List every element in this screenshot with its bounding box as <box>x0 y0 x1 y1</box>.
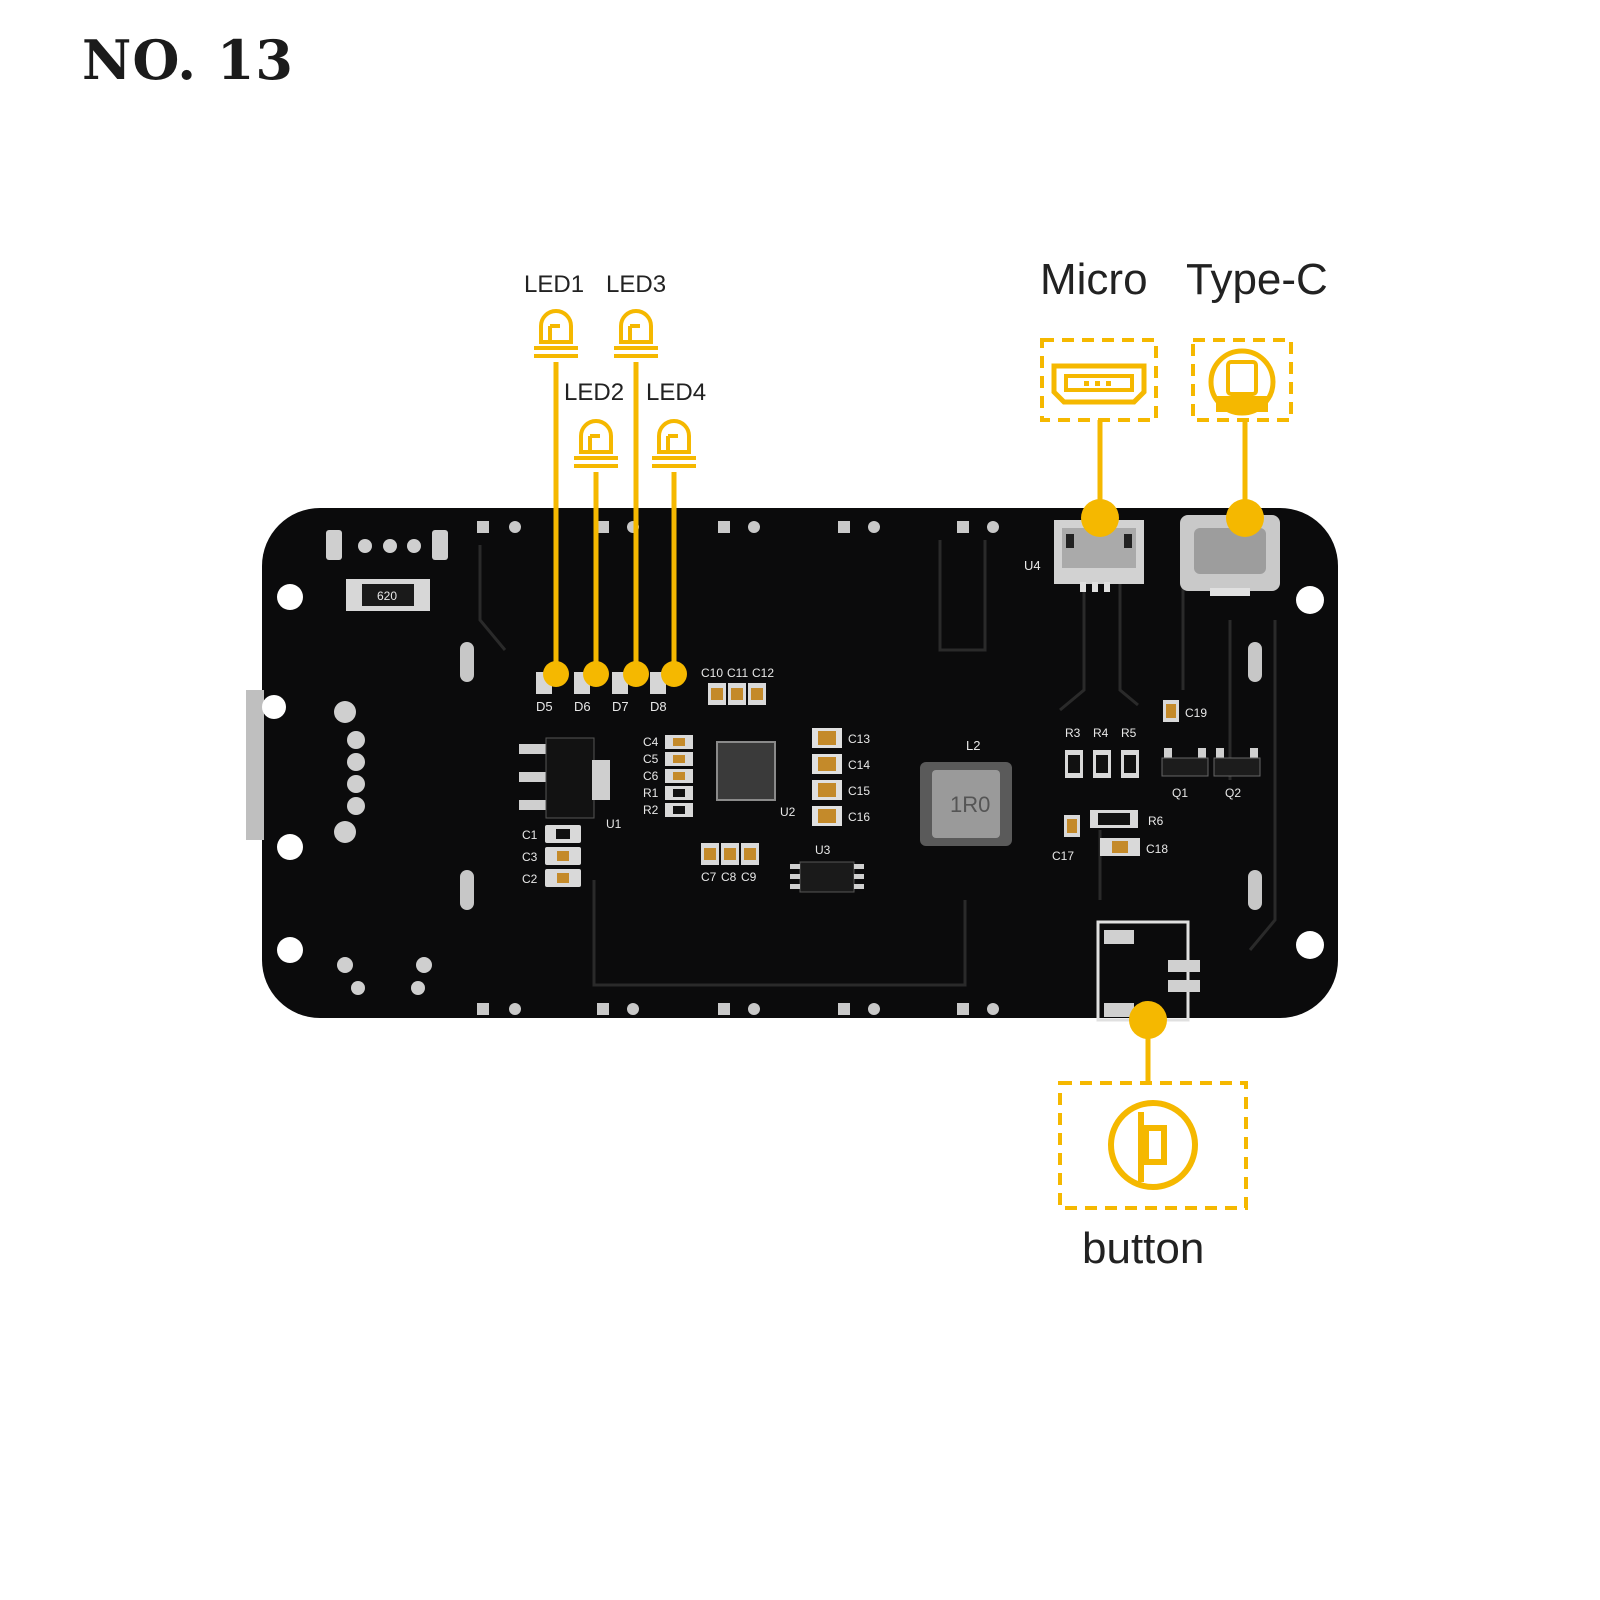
led1-label: LED1 <box>524 271 584 298</box>
u2-label: U2 <box>780 805 796 819</box>
micro-label: Micro <box>1040 255 1148 304</box>
d5-label: D5 <box>536 699 553 714</box>
c3-label: C3 <box>522 850 538 864</box>
c6-label: C6 <box>643 769 659 783</box>
u4-label: U4 <box>1024 558 1041 573</box>
button-marker <box>1129 1001 1167 1039</box>
c4-label: C4 <box>643 735 659 749</box>
c13-label: C13 <box>848 732 870 746</box>
d6-label: D6 <box>574 699 591 714</box>
c17-label: C17 <box>1052 849 1074 863</box>
r5-label: R5 <box>1121 726 1137 740</box>
annotations <box>553 362 1248 1083</box>
c7-label: C7 <box>701 870 717 884</box>
led-markers <box>543 661 687 687</box>
typec-icon <box>1191 338 1293 422</box>
d7-label: D7 <box>612 699 629 714</box>
page-title: NO. 13 <box>82 28 294 92</box>
r3-label: R3 <box>1065 726 1081 740</box>
micro-usb-icon <box>1040 338 1158 422</box>
c2-label: C2 <box>522 872 538 886</box>
c11-label: C11 <box>727 666 748 680</box>
c18-label: C18 <box>1146 842 1168 856</box>
led2-icon <box>574 419 618 468</box>
q2-label: Q2 <box>1225 786 1241 800</box>
q1-label: Q1 <box>1172 786 1188 800</box>
d8-label: D8 <box>650 699 667 714</box>
c19-label: C19 <box>1185 706 1207 720</box>
c16-label: C16 <box>848 810 870 824</box>
u1-label: U1 <box>606 817 622 831</box>
l2-label: L2 <box>966 738 980 753</box>
c1-label: C1 <box>522 828 538 842</box>
c15-label: C15 <box>848 784 870 798</box>
r4-label: R4 <box>1093 726 1109 740</box>
u3-label: U3 <box>815 843 831 857</box>
led3-icon <box>614 309 658 358</box>
c12-label: C12 <box>752 666 774 680</box>
inductor-code-label: 1R0 <box>950 792 990 817</box>
button-icon <box>1058 1081 1248 1210</box>
c10-label: C10 <box>701 666 723 680</box>
r6-label: R6 <box>1148 814 1164 828</box>
led4-label: LED4 <box>646 379 706 406</box>
pcb-board: 620 <box>246 508 1338 1022</box>
r1-label: R1 <box>643 786 659 800</box>
button-label: button <box>1082 1224 1204 1273</box>
r2-label: R2 <box>643 803 659 817</box>
led2-label: LED2 <box>564 379 624 406</box>
led1-icon <box>534 309 578 358</box>
resistor-code-label: 620 <box>377 589 397 603</box>
typec-label: Type-C <box>1186 255 1328 304</box>
led4-icon <box>652 419 696 468</box>
c9-label: C9 <box>741 870 757 884</box>
c8-label: C8 <box>721 870 737 884</box>
c5-label: C5 <box>643 752 659 766</box>
led3-label: LED3 <box>606 271 666 298</box>
port-markers <box>1081 499 1264 537</box>
c14-label: C14 <box>848 758 870 772</box>
